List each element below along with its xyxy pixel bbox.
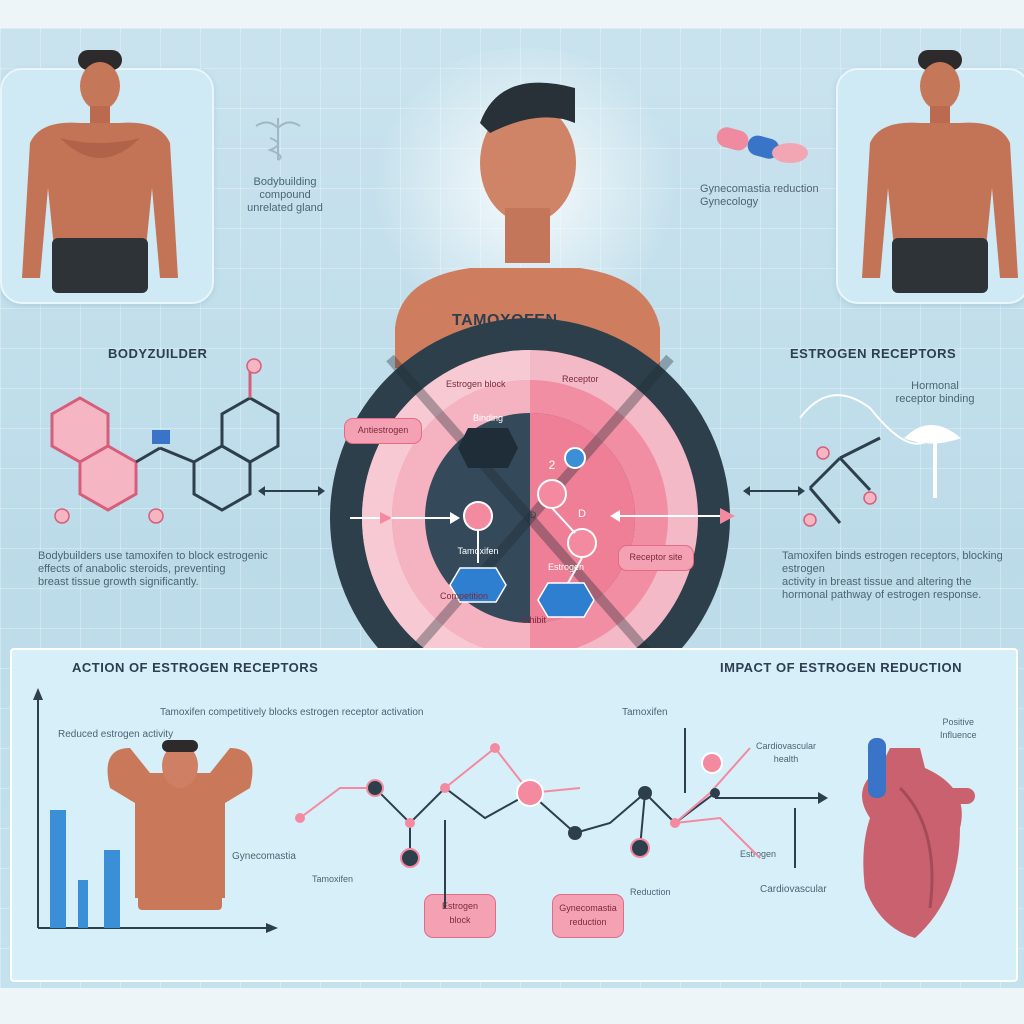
wheel-node-b: D [578, 508, 586, 520]
cardio-label: Cardiovascular [760, 884, 827, 895]
bottom-right-heading: IMPACT OF ESTROGEN REDUCTION [720, 660, 962, 675]
infographic-frame: Bodybuilding compound unrelated gland Gy… [0, 28, 1024, 988]
tamoxifen-label-b: Tamoxifen [622, 707, 668, 718]
wheel-hex-left-label: Tamoxifen [457, 546, 499, 556]
right-paragraph-line-3: hormonal pathway of estrogen response. [782, 589, 982, 601]
heart-label-line-2: health [773, 754, 799, 764]
right-top-note-2: Influence [940, 730, 977, 740]
bottom-pill-left-line-1: Estrogen [441, 901, 479, 911]
right-section-line-2: receptor binding [895, 393, 975, 405]
reduction-label: Reduction [630, 887, 671, 897]
right-card-line-1: Gynecomastia reduction [700, 183, 819, 195]
right-paragraph-line-1: Tamoxifen binds estrogen receptors, bloc… [782, 550, 1003, 575]
left-paragraph-line-1: Bodybuilders use tamoxifen to block estr… [38, 550, 268, 562]
right-section-line-1: Hormonal [911, 380, 959, 392]
figure-illustrations [22, 50, 1018, 734]
bar-1 [50, 810, 66, 928]
left-card-line-2: unrelated gland [247, 202, 323, 214]
wheel-bottom-left-label: Competition [440, 591, 489, 601]
wheel-right-pill: Receptor site [618, 545, 694, 571]
heart-icon [862, 738, 975, 938]
left-paragraph-line-2: effects of anabolic steroids, preventing [38, 563, 226, 575]
wheel-inner-top-label: Binding [472, 413, 504, 423]
tablet-icon [772, 143, 808, 163]
right-card-line-2: Gynecology [700, 196, 759, 208]
left-card-text: Bodybuilding compound unrelated gland [230, 176, 340, 215]
wheel-hex-right-label: Estrogen [547, 562, 585, 572]
bottom-subtitle: Tamoxifen competitively blocks estrogen … [160, 707, 424, 718]
right-section-text: Hormonal receptor binding [880, 380, 990, 406]
wheel-left-pill: Antiestrogen [344, 418, 422, 444]
bottom-pill-left: Estrogen block [424, 894, 496, 938]
right-paragraph-line-2: activity in breast tissue and altering t… [782, 576, 972, 588]
left-bodybuilder [22, 50, 178, 293]
bottom-pill-mid: Gynecomastia reduction [552, 894, 624, 938]
left-card-line-1: Bodybuilding compound [253, 176, 317, 201]
left-paragraph-line-3: breast tissue growth significantly. [38, 576, 199, 588]
right-bodybuilder [862, 50, 1018, 293]
left-section-heading: BODYZUILDER [108, 346, 208, 361]
right-section-heading: ESTROGEN RECEPTORS [790, 346, 957, 361]
right-top-notes: Positive Influence [940, 716, 977, 742]
heart-label: Cardiovascular health [756, 740, 816, 766]
pathway [299, 728, 820, 908]
right-card-text: Gynecomastia reduction Gynecology [700, 183, 820, 209]
bottom-left-heading: ACTION OF ESTROGEN RECEPTORS [72, 660, 319, 675]
right-paragraph: Tamoxifen binds estrogen receptors, bloc… [782, 550, 1022, 602]
heart-label-line-1: Cardiovascular [756, 741, 817, 751]
wheel-top-right-label: Receptor [562, 374, 599, 384]
bottom-pill-left-line-2: block [449, 915, 471, 925]
right-receptor [799, 394, 962, 527]
bar-3 [104, 850, 120, 928]
left-paragraph: Bodybuilders use tamoxifen to block estr… [38, 550, 318, 589]
bottom-left-note: Reduced estrogen activity [58, 729, 174, 740]
wheel-bottom-right-label: Inhibit [522, 615, 547, 625]
gynecomastia-label: Gynecomastia [232, 851, 296, 862]
estrogen-label: Estrogen [740, 849, 777, 859]
right-top-note-1: Positive [942, 717, 975, 727]
pill-icon [716, 127, 780, 159]
wheel-node-c: D [529, 510, 537, 520]
caduceus-icon [255, 118, 301, 161]
bar-2 [78, 880, 88, 928]
tamoxifen-label-a: Tamoxifen [312, 874, 354, 884]
wheel-title: TAMOXOFEN [452, 312, 558, 329]
flexing-man [107, 740, 253, 910]
left-molecule [50, 358, 280, 524]
bottom-diagram [33, 688, 975, 938]
wheel-top-left-label: Estrogen block [446, 379, 506, 389]
wheel-node-a: 2 [548, 458, 556, 472]
